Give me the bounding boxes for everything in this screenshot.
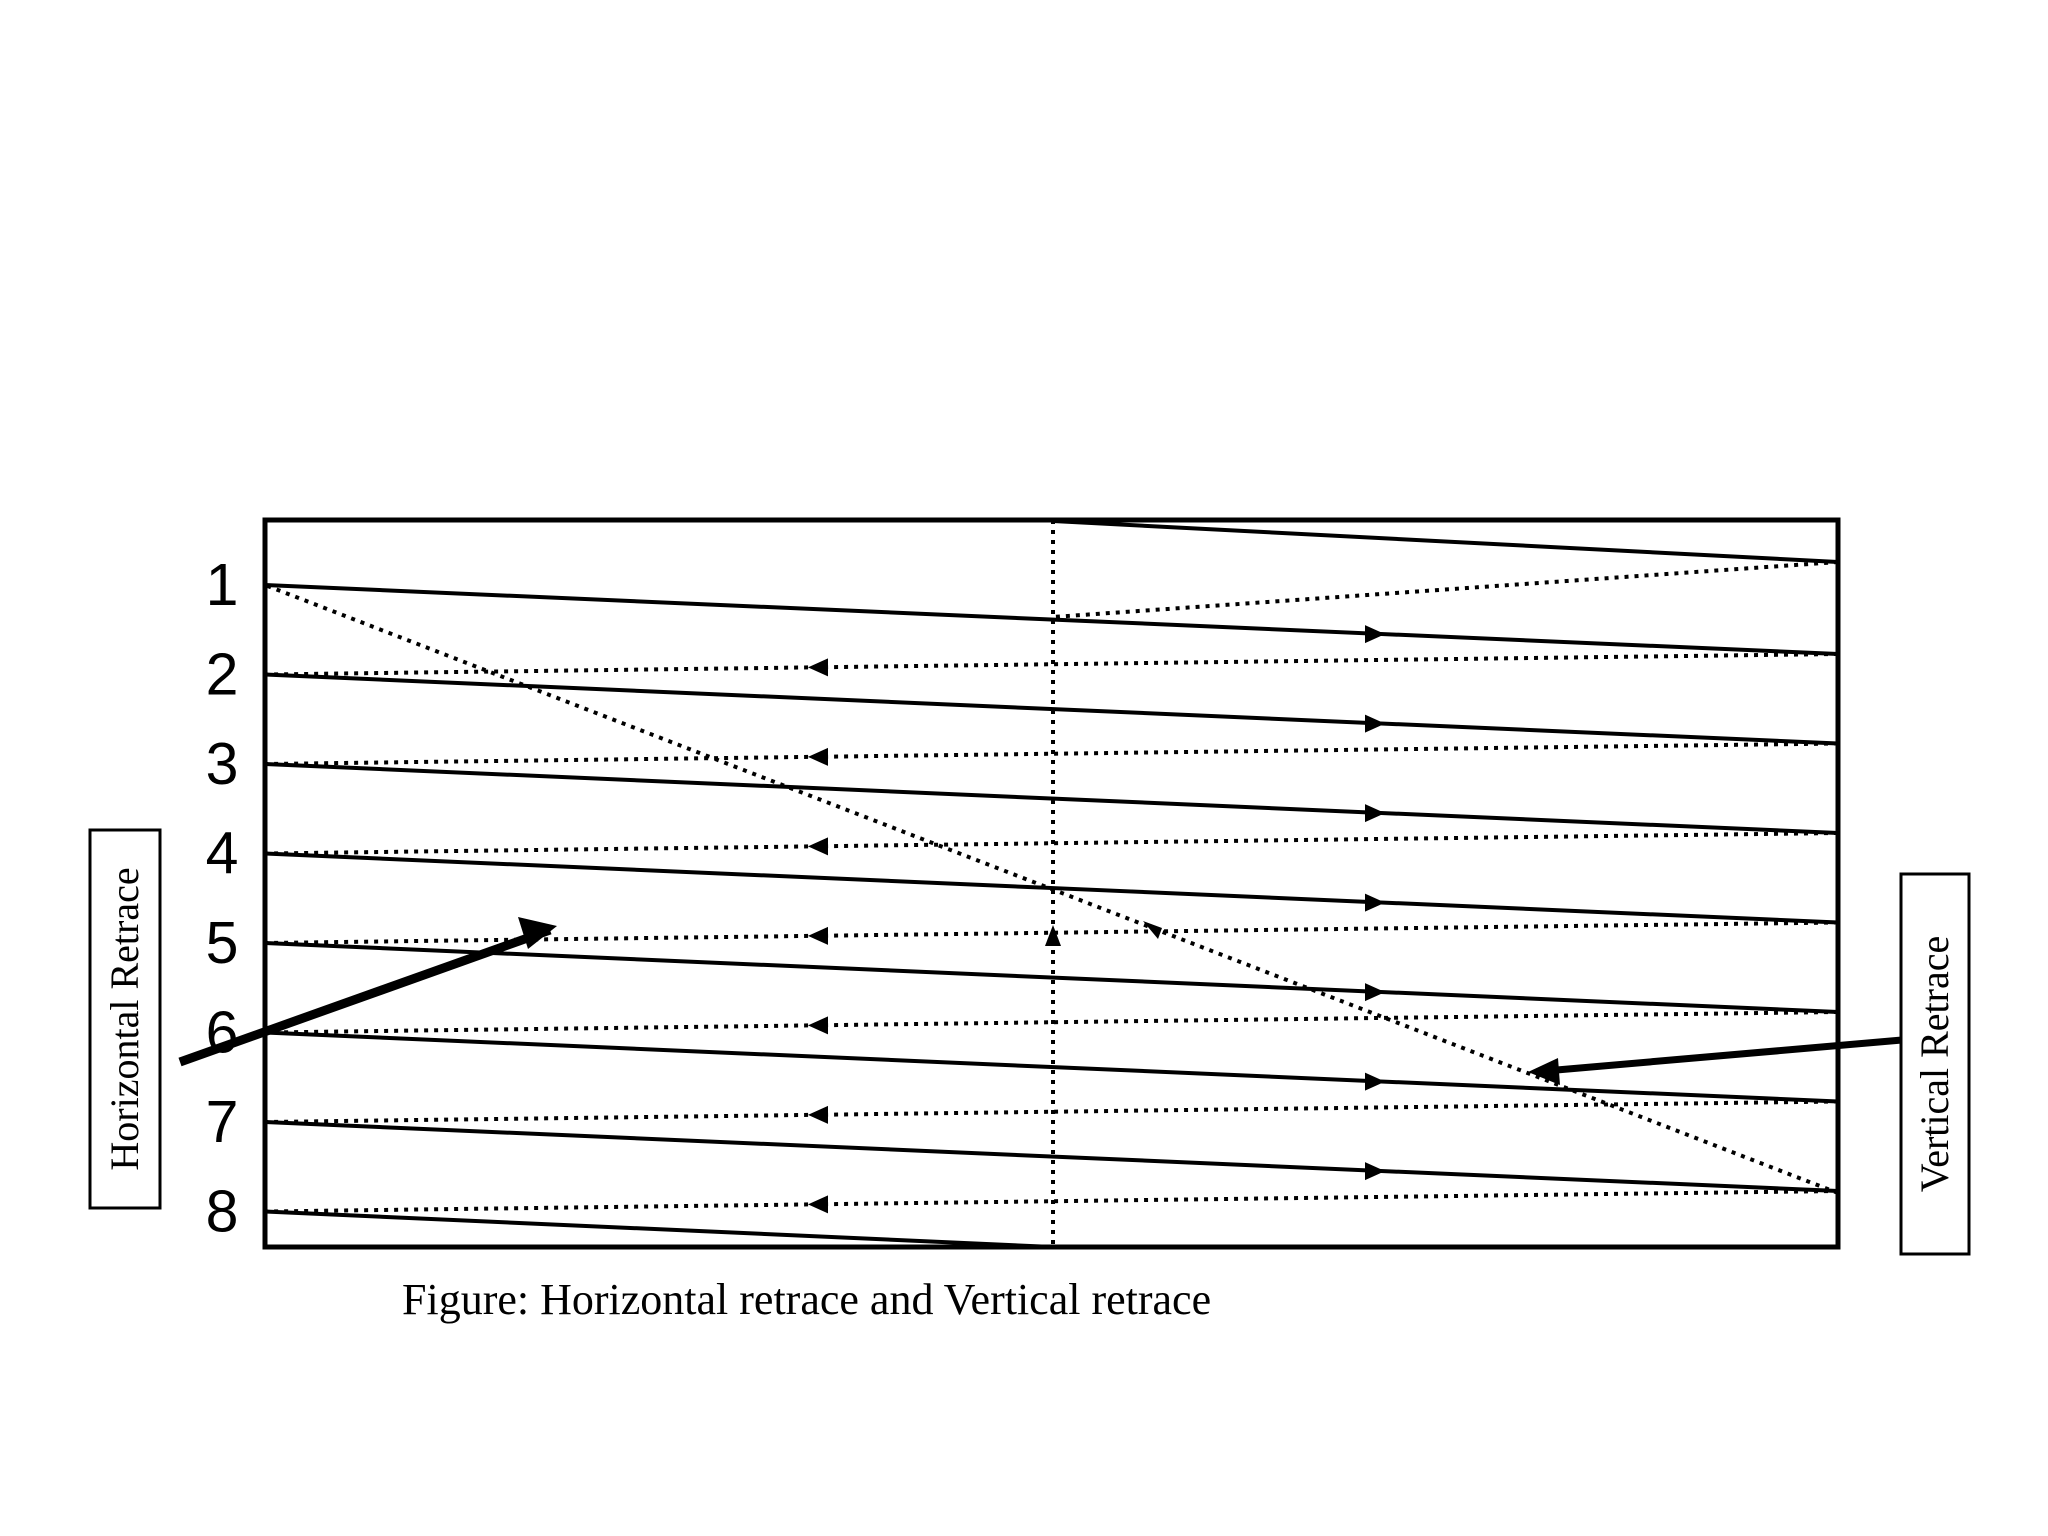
scan-line [264,941,1839,1014]
scan-direction-arrowhead [1365,983,1385,1002]
vertical-retrace-pointer-head [1528,1058,1560,1085]
center-up-arrowhead [1045,925,1061,946]
retrace-direction-arrowhead [808,837,828,856]
vertical-retrace-label: Vertical Retrace [1912,936,1957,1193]
horizontal-retrace-line [264,1010,1839,1035]
scan-line [264,672,1839,746]
horizontal-retrace-line [264,652,1839,677]
horizontal-retrace-line [264,831,1839,856]
scan-line-partial-top [1052,519,1839,564]
line-number-4: 4 [206,821,239,887]
line-number-2: 2 [206,642,239,708]
scan-direction-arrowhead [1365,1072,1385,1091]
scan-direction-arrowhead [1365,714,1385,733]
horizontal-retrace-line [264,1189,1839,1214]
horizontal-retrace-box [88,828,162,1210]
scan-direction-arrowhead [1365,1162,1385,1181]
horizontal-retrace-line [264,741,1839,766]
vertical-retrace-box [1899,872,1971,1256]
horizontal-retrace-line [264,1099,1839,1124]
line-number-5: 5 [206,910,239,976]
vertical-retrace-pointer [1544,1036,1903,1075]
line-number-3: 3 [206,731,239,797]
horizontal-retrace-pointer-head [518,917,557,949]
retrace-direction-arrowhead [808,747,828,766]
horizontal-retrace-label: Horizontal Retrace [102,867,147,1170]
retrace-direction-arrowhead [808,658,828,677]
scan-direction-arrowhead [1365,625,1385,644]
vertical-retrace-callout: Vertical Retrace [1528,872,1971,1256]
scan-direction-arrowhead [1365,804,1385,823]
scan-line-partial-bottom [264,1209,1054,1249]
horizontal-retrace-pointer [178,925,552,1067]
horizontal-retrace-line [1052,560,1839,619]
vertical-retrace-arrowhead [1143,921,1162,939]
line-number-8: 8 [206,1179,239,1245]
retrace-direction-arrowhead [808,1195,828,1214]
retrace-direction-arrowhead [808,926,828,945]
retrace-direction-arrowhead [808,1105,828,1124]
line-number-7: 7 [206,1089,239,1155]
vertical-retrace-path [264,583,1839,1195]
line-number-1: 1 [206,552,239,618]
figure-caption: Figure: Horizontal retrace and Vertical … [402,1275,1211,1324]
retrace-direction-arrowhead [808,1016,828,1035]
scan-direction-arrowhead [1365,893,1385,912]
scan-line [264,1120,1839,1193]
scan-line [264,583,1839,656]
scan-line [264,762,1839,835]
horizontal-retrace-callout: Horizontal Retrace [88,828,557,1210]
